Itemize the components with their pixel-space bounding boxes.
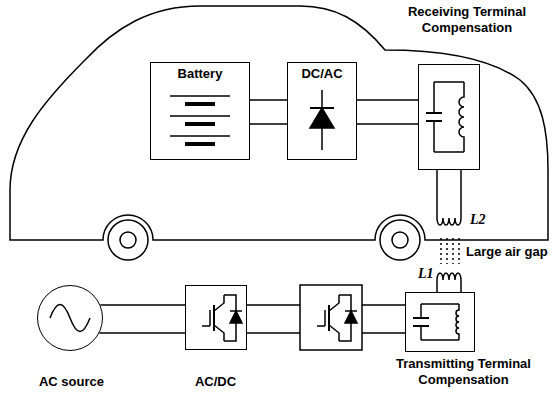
wire-line (99, 332, 185, 334)
wire-line (357, 123, 418, 125)
coil-l1 (437, 273, 461, 292)
igbt-symbol (317, 295, 357, 341)
lc-tank-symbol (413, 304, 459, 340)
compensation-box: Transmitting Terminal Compensation (405, 292, 475, 352)
wheel (108, 220, 148, 260)
wheel-hub (120, 232, 136, 248)
rectifier-box: AC/DC (185, 285, 247, 350)
car-outline (10, 6, 548, 240)
wheel (380, 220, 420, 260)
node-label: AC/DC (166, 374, 266, 390)
gap-label: Large air gap (466, 244, 548, 260)
converter-box: DC/AC (287, 62, 357, 160)
lc-tank-symbol (426, 82, 464, 152)
node-label: Receiving Terminal Compensation (385, 4, 550, 36)
battery-box: Battery (150, 62, 250, 160)
igbt-symbol (202, 295, 242, 341)
wire-pair (357, 100, 418, 124)
compensation-box: Receiving Terminal Compensation (418, 64, 480, 170)
wire-pair (99, 305, 185, 333)
wire-pair (250, 100, 287, 124)
air-gap-flux (441, 238, 459, 264)
wire-line (250, 123, 287, 125)
node-label: DC/AC (288, 63, 356, 82)
node-label: Battery (151, 63, 249, 82)
node-label: AC source (20, 374, 124, 390)
battery-symbol (170, 96, 230, 144)
wheel-hub (392, 232, 408, 248)
wire-pair (247, 305, 405, 333)
ac-source-circle: AC source (37, 285, 103, 351)
inductor-label: L2 (470, 212, 486, 228)
wire-line (250, 99, 287, 101)
diode-symbol (310, 90, 334, 150)
sine-symbol (50, 305, 90, 332)
node-label: Transmitting Terminal Compensation (378, 356, 550, 388)
coil-l2 (437, 170, 461, 225)
inverter-box (300, 285, 362, 350)
inductor-label: L1 (418, 266, 434, 282)
wire-line (357, 99, 418, 101)
wire-line (100, 304, 185, 306)
